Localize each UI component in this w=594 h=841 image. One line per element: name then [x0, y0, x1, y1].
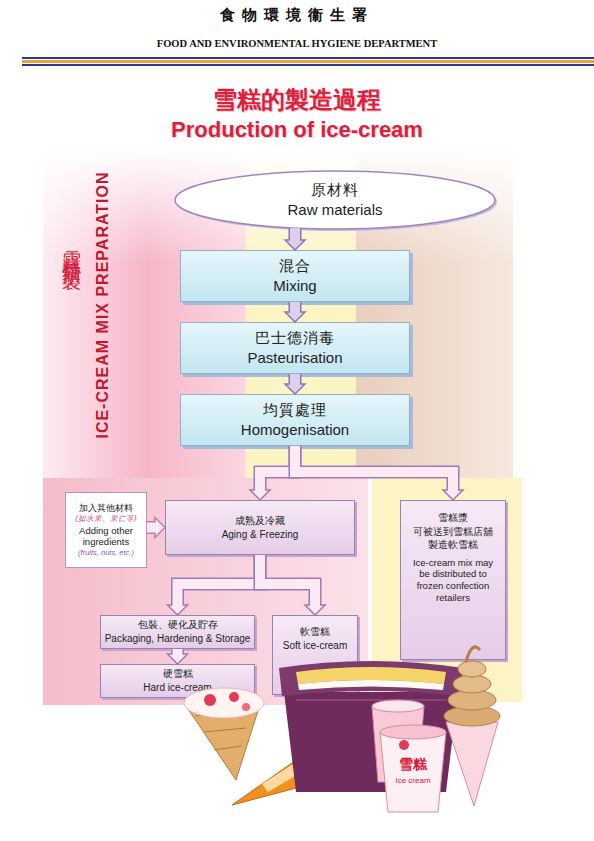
- arrow-outline: [178, 555, 261, 605]
- flow-arrow: [285, 302, 305, 322]
- arrow-fill: [290, 228, 300, 241]
- node-text: Aging & Freezing: [222, 529, 299, 541]
- arrow-fill: [147, 523, 157, 533]
- process-box: 加入其他材料(如水果、果仁等) Adding other ingredients(…: [65, 492, 147, 568]
- arrow-outline: [260, 555, 315, 605]
- process-box: 均質處理 Homogenisation: [180, 394, 410, 446]
- strawberry: [242, 703, 250, 711]
- node-text: 包裝、硬化及貯存: [138, 619, 218, 631]
- text-label: 雪糕漿預製: [56, 236, 86, 261]
- arrow-fill: [260, 555, 315, 607]
- flow-arrow: [285, 374, 305, 394]
- strawberry: [204, 694, 216, 706]
- arrow-head: [285, 384, 305, 394]
- strawberry: [399, 740, 409, 750]
- arrow-outline: [295, 446, 453, 490]
- arrow-outline: [260, 446, 295, 490]
- start-ellipse: 原材料 Raw materials: [172, 168, 498, 232]
- text-label: FOOD AND ENVIRONMENTAL HYGIENE DEPARTMEN…: [0, 38, 594, 49]
- node-text: Raw materials: [287, 201, 382, 219]
- node-text: Soft ice-cream: [283, 640, 347, 652]
- arrow-head: [305, 605, 325, 615]
- ellipse-shape: [175, 171, 495, 229]
- arrow-outline: [289, 302, 302, 312]
- arrow-head: [443, 490, 463, 500]
- scoop: [184, 688, 264, 718]
- arrow-fill: [295, 446, 453, 492]
- tub-ridge: [296, 699, 446, 701]
- arrow-fill: [290, 302, 300, 314]
- tub-rim: [279, 661, 463, 696]
- text-label: ICE-CREAM MIX PREPARATION: [94, 155, 112, 455]
- arrow-head: [250, 490, 270, 500]
- node-text: 成熟及冷藏: [235, 515, 285, 527]
- soft-swirl: [453, 675, 491, 693]
- cup: [380, 732, 446, 812]
- process-box: 包裝、硬化及貯存 Packaging, Hardening & Storage: [100, 615, 255, 649]
- ice-cream-layer: [298, 680, 444, 690]
- flow-arrow: [295, 446, 463, 500]
- flow-arrow: [260, 555, 325, 615]
- node-text: 軟雪糕: [300, 626, 330, 638]
- node-text: (如水果、果仁等): [75, 514, 137, 523]
- arrow-head: [285, 240, 305, 250]
- flow-arrow: [168, 555, 261, 615]
- stage-band: [43, 148, 513, 478]
- header-rule: [22, 60, 594, 63]
- arrow-fill: [260, 446, 295, 492]
- node-text: 均質處理: [263, 401, 327, 419]
- node-text: Homogenisation: [241, 421, 349, 439]
- title: 雪糕的製造過程: [0, 84, 594, 116]
- node-text: 雪糕漿 可被送到雪糕店舖 製造軟雪糕: [411, 511, 495, 552]
- arrow-head: [168, 654, 188, 664]
- text-label: 雪糕: [384, 756, 442, 774]
- node-text: Mixing: [273, 277, 316, 295]
- process-box: 巴士德消毒 Pasteurisation: [180, 322, 410, 374]
- text-label: Production of ice-cream: [0, 117, 594, 143]
- node-text: Adding other ingredients: [69, 525, 143, 548]
- node-text: 硬雪糕: [163, 668, 193, 680]
- cup-top: [380, 725, 446, 739]
- arrow-head: [168, 605, 188, 615]
- arrow-fill: [290, 374, 300, 386]
- arrow-outline: [171, 649, 184, 654]
- arrow-head: [155, 518, 165, 538]
- soft-tip: [466, 647, 480, 662]
- node-text: Packaging, Hardening & Storage: [105, 633, 251, 645]
- text-label: 食物環境衞生署: [0, 6, 594, 25]
- node-text: 加入其他材料: [79, 503, 133, 514]
- node-text: Pasteurisation: [247, 349, 342, 367]
- arrow-fill: [178, 555, 261, 607]
- arrow-outline: [147, 521, 155, 534]
- process-box: 雪糕漿 可被送到雪糕店舖 製造軟雪糕 Ice-cream mix may be d…: [400, 500, 506, 660]
- flow-arrow: [168, 649, 188, 664]
- process-box: 混合 Mixing: [180, 250, 410, 302]
- cup-top: [372, 700, 424, 712]
- arrow-outline: [289, 228, 302, 240]
- soft-swirl: [458, 661, 486, 677]
- node-text: 混合: [279, 257, 311, 275]
- soft-cone: [446, 722, 498, 806]
- flow-arrow: [285, 228, 305, 250]
- ellipse-outline: [172, 168, 498, 232]
- arrow-fill: [173, 649, 183, 656]
- strawberry: [229, 692, 239, 702]
- node-text: Ice-cream mix may be distributed to froz…: [407, 557, 499, 605]
- text-label: Ice cream: [384, 776, 442, 785]
- band-fade: [43, 148, 513, 478]
- flow-arrow: [147, 518, 165, 538]
- node-text: (fruits, nuts, etc.): [78, 548, 134, 557]
- node-text: 巴士德消毒: [255, 329, 335, 347]
- arrow-outline: [289, 374, 302, 384]
- header-rule: [22, 57, 594, 59]
- arrow-head: [285, 312, 305, 322]
- header-rule: [22, 64, 594, 66]
- process-box: 成熟及冷藏 Aging & Freezing: [165, 500, 355, 555]
- flow-arrow: [250, 446, 295, 500]
- node-text: 原材料: [311, 181, 359, 199]
